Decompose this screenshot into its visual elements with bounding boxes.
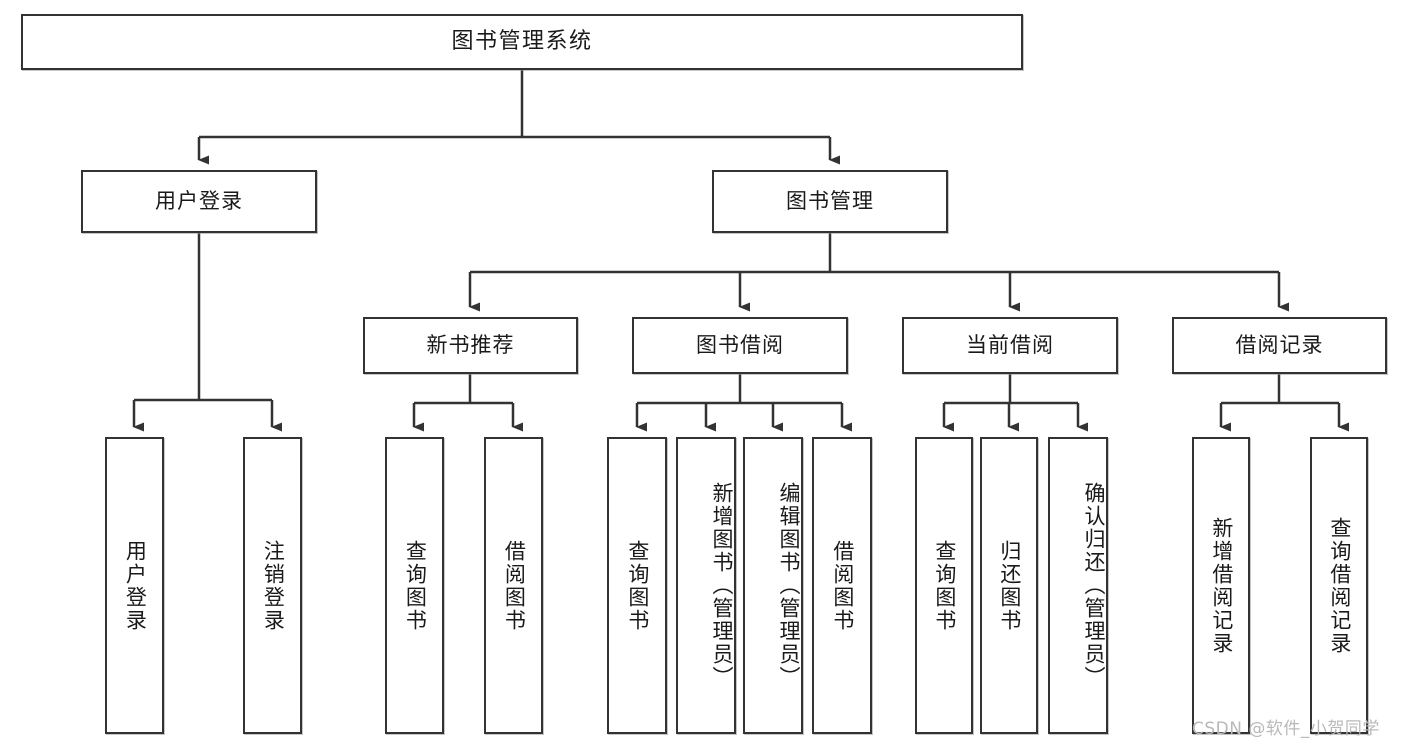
node-user-login-label: 用户登录 xyxy=(155,188,243,213)
leaf-user-login[interactable]: 用户登录 xyxy=(105,437,164,734)
leaf-query-borrow-record-label: 查询借阅记录 xyxy=(1327,516,1352,655)
leaf-return-book-label: 归还图书 xyxy=(997,539,1022,632)
leaf-user-login-label: 用户登录 xyxy=(123,539,148,632)
node-book-borrow-label: 图书借阅 xyxy=(696,332,784,357)
node-book-management-label: 图书管理 xyxy=(786,188,874,213)
leaf-borrow-book-recommend-label: 借阅图书 xyxy=(502,539,527,632)
leaf-add-book-admin[interactable]: 新增图书（管理员） xyxy=(676,437,736,734)
leaf-add-borrow-record-label: 新增借阅记录 xyxy=(1209,516,1234,655)
leaf-query-book-current[interactable]: 查询图书 xyxy=(915,437,973,734)
leaf-query-book-borrow[interactable]: 查询图书 xyxy=(607,437,667,734)
leaf-confirm-return-admin-label: 确认归还（管理员） xyxy=(1082,482,1106,689)
node-current-borrow[interactable]: 当前借阅 xyxy=(902,317,1118,374)
node-new-book-recommend-label: 新书推荐 xyxy=(426,332,515,357)
node-root-book-management-system[interactable]: 图书管理系统 xyxy=(21,14,1023,70)
leaf-edit-book-admin-label: 编辑图书（管理员） xyxy=(777,482,801,689)
leaf-query-book-current-label: 查询图书 xyxy=(932,539,957,632)
node-current-borrow-label: 当前借阅 xyxy=(966,332,1054,357)
leaf-query-book-recommend-label: 查询图书 xyxy=(403,539,428,632)
node-user-login[interactable]: 用户登录 xyxy=(81,170,317,233)
leaf-borrow-book-borrow-label: 借阅图书 xyxy=(830,539,855,632)
leaf-borrow-book-recommend[interactable]: 借阅图书 xyxy=(484,437,543,734)
leaf-query-book-borrow-label: 查询图书 xyxy=(625,539,650,632)
leaf-return-book[interactable]: 归还图书 xyxy=(980,437,1038,734)
node-book-borrow[interactable]: 图书借阅 xyxy=(632,317,848,374)
leaf-logout-login[interactable]: 注销登录 xyxy=(243,437,302,734)
leaf-query-book-recommend[interactable]: 查询图书 xyxy=(385,437,444,734)
leaf-edit-book-admin[interactable]: 编辑图书（管理员） xyxy=(743,437,803,734)
leaf-add-borrow-record[interactable]: 新增借阅记录 xyxy=(1192,437,1250,734)
csdn-watermark: CSDN @软件_小贺同学 xyxy=(1192,719,1380,739)
leaf-logout-login-label: 注销登录 xyxy=(261,539,286,632)
node-borrow-record[interactable]: 借阅记录 xyxy=(1172,317,1387,374)
leaf-confirm-return-admin[interactable]: 确认归还（管理员） xyxy=(1048,437,1108,734)
node-book-management[interactable]: 图书管理 xyxy=(712,170,948,233)
node-borrow-record-label: 借阅记录 xyxy=(1235,332,1324,357)
node-new-book-recommend[interactable]: 新书推荐 xyxy=(363,317,578,374)
leaf-add-book-admin-label: 新增图书（管理员） xyxy=(710,482,734,689)
leaf-query-borrow-record[interactable]: 查询借阅记录 xyxy=(1310,437,1368,734)
leaf-borrow-book-borrow[interactable]: 借阅图书 xyxy=(812,437,872,734)
node-root-label: 图书管理系统 xyxy=(451,28,593,54)
